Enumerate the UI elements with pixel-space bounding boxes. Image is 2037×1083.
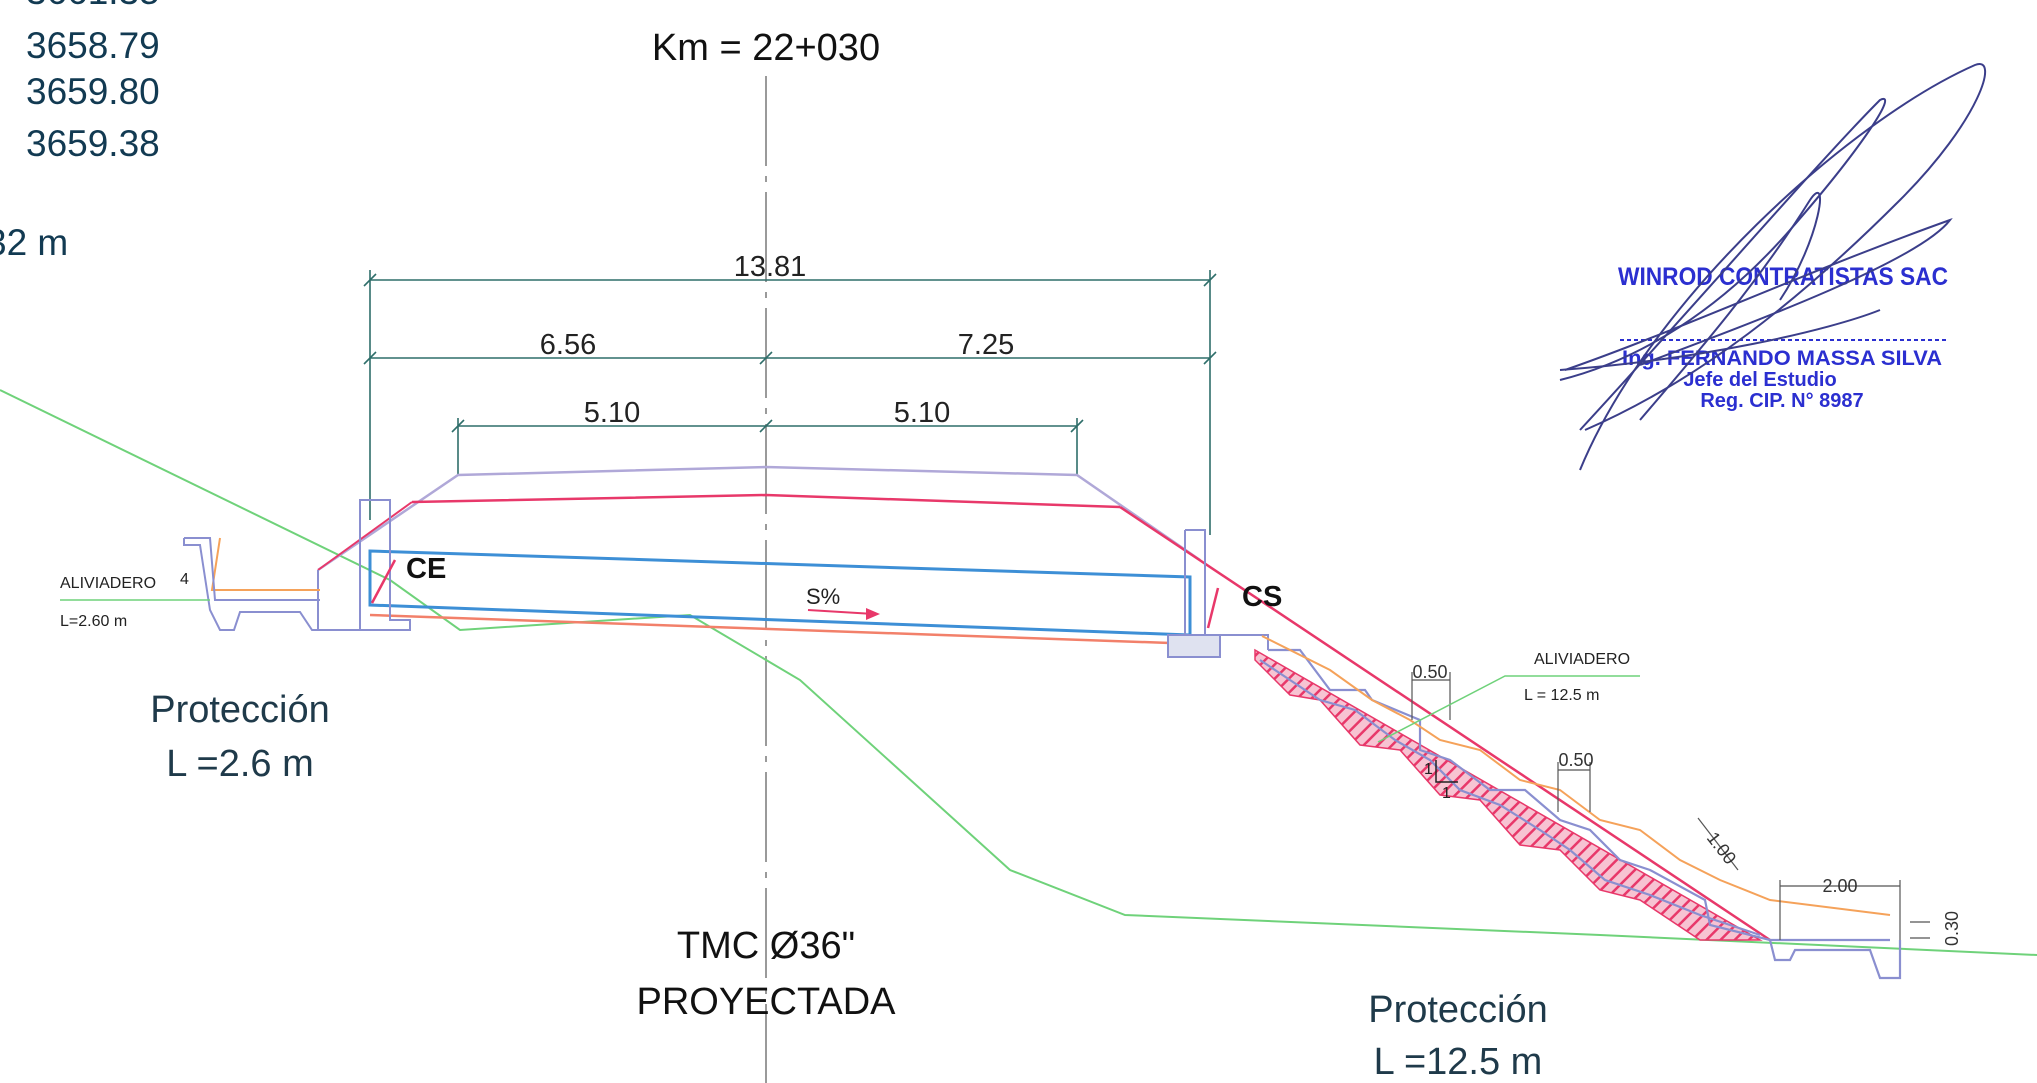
subgrade-line <box>411 493 1121 509</box>
dim-lane-right: 5.10 <box>894 397 950 429</box>
inlet-label: CE <box>406 553 446 585</box>
terrain-line <box>0 389 2037 956</box>
inlet-arrow <box>370 559 397 604</box>
right-spillway-title: ALIVIADERO <box>1534 651 1630 668</box>
right-spillway-leader <box>1377 675 1640 743</box>
right-spillway-length: L = 12.5 m <box>1524 687 1599 704</box>
slope-red-left <box>317 501 413 571</box>
outlet-apron <box>1768 939 1902 980</box>
slope-protection-hatch <box>1254 648 1763 941</box>
elevation-0: 3661.35 <box>26 0 160 12</box>
left-protection-title: Protección <box>150 689 330 731</box>
step-dimensions <box>1411 672 1930 940</box>
slope-red-right <box>1119 505 1771 942</box>
left-spillway-ratio: 4 <box>180 571 189 588</box>
elevation-1: 3658.79 <box>26 25 160 66</box>
dim-step-a: 0.50 <box>1412 662 1447 682</box>
slope-label: S% <box>806 584 840 609</box>
dim-lane-left: 5.10 <box>584 397 640 429</box>
culvert-label-line1: TMC Ø36" <box>677 925 855 967</box>
engineer-stamp: WINROD CONTRATISTAS SAC Ing. FERNANDO MA… <box>1559 63 1987 471</box>
right-protection-length: L =12.5 m <box>1374 1041 1543 1083</box>
dim-outlet-depth: 0.30 <box>1942 911 1962 946</box>
dim-right: 7.25 <box>958 329 1014 361</box>
partial-length: 32 m <box>0 222 68 263</box>
inlet-headwall <box>317 499 411 631</box>
slope-ratio-h: 1 <box>1424 761 1433 778</box>
dim-left: 6.56 <box>540 329 596 361</box>
dim-step-slope: 1.00 <box>1703 828 1740 868</box>
slope-ratio-triangle <box>1435 760 1458 783</box>
left-spillway-title: ALIVIADERO <box>60 575 156 592</box>
slope-ratio-v: 1 <box>1442 785 1451 802</box>
outlet-label: CS <box>1242 581 1282 613</box>
left-spillway-length: L=2.60 m <box>60 613 127 630</box>
slope-arrow <box>807 609 875 615</box>
left-protection-length: L =2.6 m <box>166 743 314 785</box>
grade-line-lower <box>369 613 1171 645</box>
stamp-role: Jefe del Estudio <box>1683 369 1836 391</box>
road-surface <box>317 465 1201 572</box>
outlet-arrow <box>1206 587 1220 629</box>
km-label: Km = 22+030 <box>652 27 880 69</box>
elevation-2: 3659.80 <box>26 71 160 112</box>
stamp-reg: Reg. CIP. N° 8987 <box>1700 390 1863 412</box>
signature <box>1559 63 1987 471</box>
dim-step-b: 0.50 <box>1558 750 1593 770</box>
culvert-pipe <box>368 549 1192 637</box>
elevation-3: 3659.38 <box>26 123 160 164</box>
dimension-lines <box>363 270 1217 535</box>
right-protection-title: Protección <box>1368 989 1548 1031</box>
dim-outlet-width: 2.00 <box>1822 876 1857 896</box>
outlet-headwall <box>1167 529 1269 658</box>
left-spillway-channel <box>183 537 320 631</box>
right-spillway-steps <box>1259 635 1891 942</box>
stamp-company: WINROD CONTRATISTAS SAC <box>1618 263 1948 291</box>
culvert-label-line2: PROYECTADA <box>636 981 896 1023</box>
dim-total: 13.81 <box>734 251 807 283</box>
slope-arrowhead <box>866 608 880 620</box>
